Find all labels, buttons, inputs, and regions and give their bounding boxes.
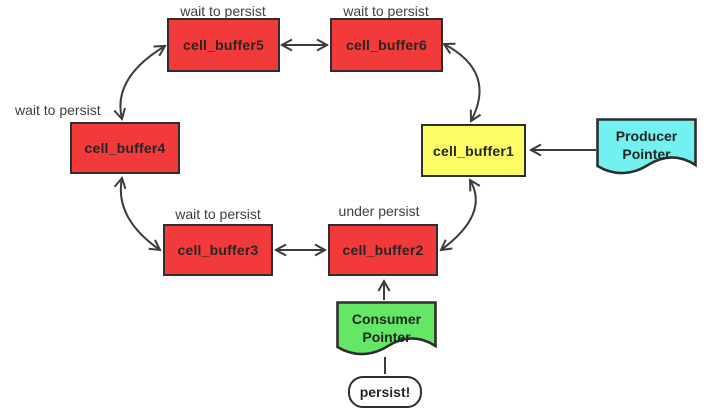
node-cell-buffer2-label: cell_buffer2 [342,242,424,258]
annotation-buffer2-state: under persist [338,203,420,219]
connector-buffer1-buffer2 [441,180,476,250]
node-cell-buffer1-label: cell_buffer1 [433,142,514,159]
node-cell-buffer1: cell_buffer1 [421,124,526,177]
connector-buffer6-buffer1 [444,44,480,121]
node-cell-buffer6: cell_buffer6 [330,18,443,72]
producer-document-path [596,118,697,175]
consumer-document-path [336,301,437,356]
node-cell-buffer3-label: cell_buffer3 [177,242,259,258]
consumer-document-shape [336,301,437,356]
annotation-buffer5-state: wait to persist [180,3,266,19]
producer-pointer-label: Producer Pointer [615,128,678,163]
annotation-buffer6-state: wait to persist [343,3,429,19]
producer-document-shape [596,118,697,175]
node-cell-buffer4-label: cell_buffer4 [84,140,166,156]
node-cell-buffer3: cell_buffer3 [163,224,273,276]
node-cell-buffer6-label: cell_buffer6 [346,37,427,53]
annotation-buffer4-state: wait to persist [15,102,101,118]
persist-action-label: persist! [359,384,411,400]
producer-pointer: Producer Pointer [596,118,697,180]
consumer-pointer: Consumer Pointer [336,301,437,361]
annotation-buffer3-state: wait to persist [175,206,261,222]
persist-action: persist! [348,376,422,408]
node-cell-buffer5-label: cell_buffer5 [183,37,264,53]
connector-buffer4-buffer5 [120,46,165,119]
node-cell-buffer4: cell_buffer4 [70,122,180,174]
node-cell-buffer5: cell_buffer5 [167,18,280,72]
connector-buffer4-buffer3 [121,178,160,250]
consumer-pointer-label: Consumer Pointer [351,311,422,346]
node-cell-buffer2: cell_buffer2 [328,224,438,276]
